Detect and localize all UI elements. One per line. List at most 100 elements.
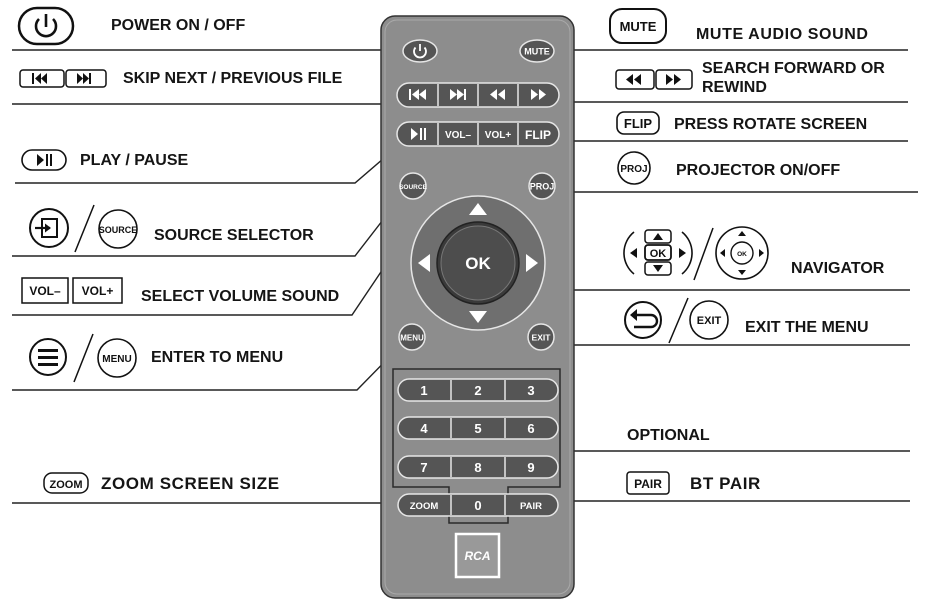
exit-icon-text: EXIT	[697, 315, 722, 327]
navigator-slash	[693, 227, 714, 281]
dpad-right-icon	[526, 254, 538, 272]
remote-play-pause-icon	[411, 128, 426, 140]
remote-digit-row-2: 4 5 6	[397, 416, 559, 440]
remote-digit-5: 5	[474, 421, 481, 436]
remote-ok-text: OK	[465, 254, 491, 273]
remote-pair-text: PAIR	[520, 501, 542, 512]
rca-logo-text: RCA	[465, 549, 491, 563]
label-play: PLAY / PAUSE	[80, 152, 189, 169]
remote-zero-text: 0	[474, 498, 481, 513]
menu-hamburger-icon	[29, 338, 67, 376]
remote-vol-plus-text: VOL+	[485, 130, 512, 141]
leader-play	[15, 133, 413, 184]
remote-digit-9: 9	[527, 460, 534, 475]
label-power: POWER ON / OFF	[111, 17, 246, 34]
leader-lines	[12, 49, 918, 504]
label-source: SOURCE SELECTOR	[154, 227, 314, 244]
remote-source-text: SOURCE	[399, 184, 427, 191]
remote-dpad: OK	[410, 195, 546, 331]
remote-zoom-text: ZOOM	[410, 501, 439, 512]
menu-button-icon: MENU	[97, 338, 137, 378]
zoom-icon-text: ZOOM	[50, 479, 83, 491]
source-button-icon: SOURCE	[98, 209, 138, 249]
label-volume: SELECT VOLUME SOUND	[141, 288, 340, 305]
exit-button-icon: EXIT	[689, 300, 729, 340]
navigator-ring-icon: OK	[715, 226, 769, 280]
remote-exit-text: EXIT	[532, 333, 552, 343]
remote-mute-text: MUTE	[524, 47, 550, 57]
label-exit: EXIT THE MENU	[745, 319, 869, 336]
navigator-arrows-icon: OK	[623, 229, 693, 276]
label-optional: OPTIONAL	[627, 427, 710, 444]
menu-slash	[73, 333, 94, 383]
proj-icon-text: PROJ	[620, 164, 647, 175]
remote-forward-icon	[531, 89, 546, 100]
flip-icon-text: FLIP	[624, 116, 652, 131]
remote-menu-button: MENU	[398, 323, 426, 351]
source-input-icon	[29, 208, 69, 248]
remote-source-button: SOURCE	[399, 172, 428, 200]
back-icon	[624, 301, 662, 339]
label-pair: BT PAIR	[690, 474, 761, 493]
source-slash	[74, 204, 95, 253]
navigator-ok-text: OK	[650, 248, 667, 260]
label-mute: MUTE AUDIO SOUND	[696, 26, 869, 43]
remote-exit-button: EXIT	[527, 323, 555, 351]
remote-transport-row	[396, 82, 560, 108]
flip-icon: FLIP	[616, 111, 660, 135]
leader-source	[12, 193, 404, 257]
remote-digit-6: 6	[527, 421, 534, 436]
label-skip: SKIP NEXT / PREVIOUS FILE	[123, 70, 343, 87]
source-icon-text: SOURCE	[99, 225, 138, 235]
optional-frame	[392, 368, 561, 524]
remote-zoom-zero-pair-row: ZOOM 0 PAIR	[397, 493, 559, 517]
label-search-line2: REWIND	[702, 79, 767, 96]
label-menu: ENTER TO MENU	[151, 349, 284, 366]
remote-proj-text: PROJ	[530, 182, 555, 192]
skip-prev-next-icon	[19, 69, 107, 88]
remote-digit-4: 4	[420, 421, 428, 436]
remote-power-button	[402, 39, 438, 63]
remote-play-vol-row: VOL– VOL+ FLIP	[396, 121, 560, 147]
remote-mute-button: MUTE	[519, 39, 555, 63]
dpad-down-icon	[469, 311, 487, 323]
label-navigator: NAVIGATOR	[791, 260, 885, 277]
pair-icon: PAIR	[626, 471, 670, 495]
remote-digit-row-1: 1 2 3	[397, 378, 559, 402]
menu-icon-text: MENU	[102, 354, 131, 365]
remote-digit-3: 3	[527, 383, 534, 398]
dpad-up-icon	[469, 203, 487, 215]
remote-next-icon	[450, 89, 466, 100]
zoom-icon: ZOOM	[43, 472, 89, 494]
remote-digit-row-3: 7 8 9	[397, 455, 559, 479]
label-flip: PRESS ROTATE SCREEN	[674, 116, 868, 133]
remote-prev-icon	[409, 89, 426, 100]
volume-buttons-icon: VOL– VOL+	[21, 277, 123, 304]
search-rewind-forward-icon	[615, 69, 693, 90]
power-icon	[17, 6, 75, 46]
exit-slash	[668, 297, 689, 344]
navigator-ring-ok-text: OK	[737, 251, 747, 258]
dpad-left-icon	[418, 254, 430, 272]
proj-icon: PROJ	[617, 151, 651, 185]
label-proj: PROJECTOR ON/OFF	[676, 162, 841, 179]
play-pause-icon	[21, 149, 67, 171]
vol-minus-icon-text: VOL–	[29, 284, 61, 298]
remote-flip-text: FLIP	[525, 128, 551, 142]
label-search-line1: SEARCH FORWARD OR	[702, 60, 885, 77]
remote-digit-7: 7	[420, 460, 427, 475]
remote-digit-2: 2	[474, 383, 481, 398]
remote-digit-8: 8	[474, 460, 481, 475]
vol-plus-icon-text: VOL+	[82, 284, 114, 298]
remote-control: MUTE	[380, 15, 575, 599]
remote-digit-1: 1	[420, 383, 427, 398]
mute-icon-text: MUTE	[620, 19, 657, 34]
remote-menu-text: MENU	[400, 334, 424, 343]
remote-proj-button: PROJ	[528, 172, 556, 200]
remote-rewind-icon	[490, 89, 505, 100]
label-zoom: ZOOM SCREEN SIZE	[101, 474, 280, 493]
pair-icon-text: PAIR	[634, 477, 662, 491]
rca-logo: RCA	[454, 532, 501, 579]
remote-vol-minus-text: VOL–	[445, 130, 472, 141]
